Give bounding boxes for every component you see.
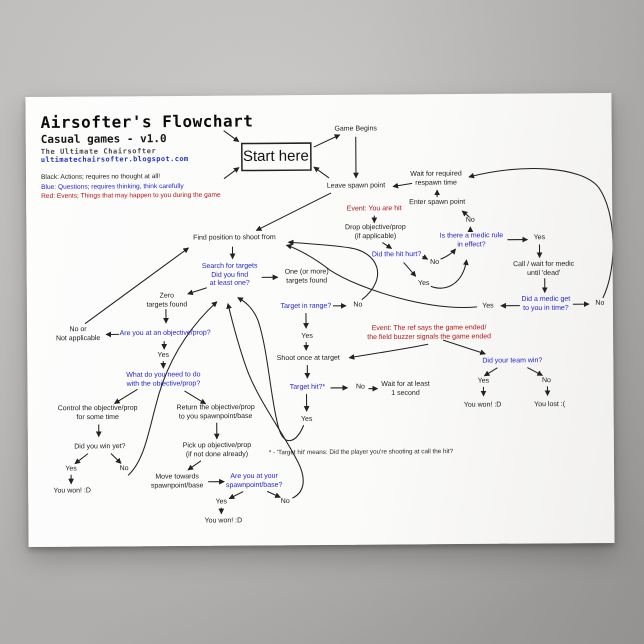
node-target-in-range: Target in range? bbox=[280, 302, 332, 311]
label-at-spawn-yes: Yes bbox=[215, 498, 228, 506]
node-you-won-right: You won! :D bbox=[463, 401, 502, 409]
label-win-yet-yes: Yes bbox=[65, 465, 77, 473]
node-event-you-are-hit: Event: You are hit bbox=[346, 205, 402, 213]
node-leave-spawn-point: Leave spawn point bbox=[326, 182, 386, 190]
target-hit-footnote: * - 'Target hit' means: Did the player y… bbox=[268, 448, 454, 457]
node-wait-respawn-time: Wait for required respawn time bbox=[410, 170, 462, 187]
node-what-do-you-need: What do you need to do with the objectiv… bbox=[126, 371, 201, 388]
node-drop-objective: Drop objective/prop (if applicable) bbox=[344, 223, 406, 240]
label-team-win-no: No bbox=[541, 377, 551, 385]
node-did-team-win: Did your team win? bbox=[482, 357, 543, 365]
node-did-hit-hurt: Did the hit hurt? bbox=[371, 251, 422, 259]
label-win-yet-no: No bbox=[119, 465, 129, 473]
label-at-objective-yes: Yes bbox=[157, 351, 169, 359]
node-start-here: Start here bbox=[242, 147, 309, 166]
node-game-begins: Game Begins bbox=[334, 125, 377, 133]
label-target-hit-no: No bbox=[355, 383, 365, 391]
start-here-box bbox=[241, 142, 312, 172]
node-find-position: Find position to shoot from bbox=[193, 234, 276, 242]
node-zero-targets: Zero targets found bbox=[146, 292, 188, 309]
node-did-you-win-yet: Did you win yet? bbox=[74, 443, 126, 451]
label-at-spawn-no: No bbox=[280, 497, 290, 506]
node-shoot-once: Shoot once at target bbox=[276, 354, 340, 363]
node-return-objective: Return the objective/prop to you spawnpo… bbox=[176, 403, 255, 420]
node-control-objective: Control the objective/prop for some time bbox=[57, 404, 138, 421]
flowchart-poster: Airsofter's Flowchart Casual games - v1.… bbox=[25, 92, 615, 548]
label-medic-in-time-yes: Yes bbox=[482, 302, 494, 310]
node-call-wait-medic: Call / wait for medic until 'dead' bbox=[513, 260, 575, 277]
label-target-range-yes: Yes bbox=[301, 332, 313, 340]
label-team-win-yes: Yes bbox=[477, 377, 490, 385]
node-at-your-spawnpoint: Are you at your spawnpoint/base? bbox=[225, 472, 283, 489]
node-medic-in-time: Did a medic get to you in time? bbox=[521, 295, 571, 312]
node-you-won-bottom: You won! :D bbox=[204, 517, 243, 525]
node-enter-spawn-point: Enter spawn point bbox=[409, 198, 466, 207]
label-hit-hurt-no: No bbox=[430, 258, 440, 266]
label-medic-rule-no: No bbox=[465, 216, 475, 224]
node-one-or-more-targets: One (or more) targets found bbox=[284, 268, 329, 285]
label-hit-hurt-yes: Yes bbox=[418, 279, 430, 288]
node-at-objective: Are you at an objective/prop? bbox=[119, 329, 211, 338]
node-no-or-not-applicable: No or Not applicable bbox=[55, 326, 101, 342]
node-you-won-left: You won! :D bbox=[53, 487, 91, 495]
flowchart-connectors bbox=[68, 130, 614, 515]
node-wait-one-second: Wait for at least 1 second bbox=[381, 380, 430, 397]
label-medic-rule-yes: Yes bbox=[533, 234, 546, 242]
node-search-for-targets: Search for targets Did you find at least… bbox=[201, 262, 258, 288]
label-target-range-no: No bbox=[353, 301, 363, 309]
node-move-towards-spawn: Move towards spawnpoint/base bbox=[150, 473, 204, 490]
label-target-hit-yes: Yes bbox=[300, 415, 313, 423]
node-medic-rule: Is there a medic rule in effect? bbox=[439, 232, 504, 249]
node-you-lost: You lost :( bbox=[534, 401, 566, 409]
node-event-game-ended: Event: The ref says the game ended/ the … bbox=[367, 324, 492, 341]
node-pickup-objective: Pick up objective/prop (if not done alre… bbox=[182, 441, 252, 458]
label-medic-in-time-no: No bbox=[595, 299, 605, 307]
node-target-hit: Target hit?* bbox=[289, 383, 326, 391]
